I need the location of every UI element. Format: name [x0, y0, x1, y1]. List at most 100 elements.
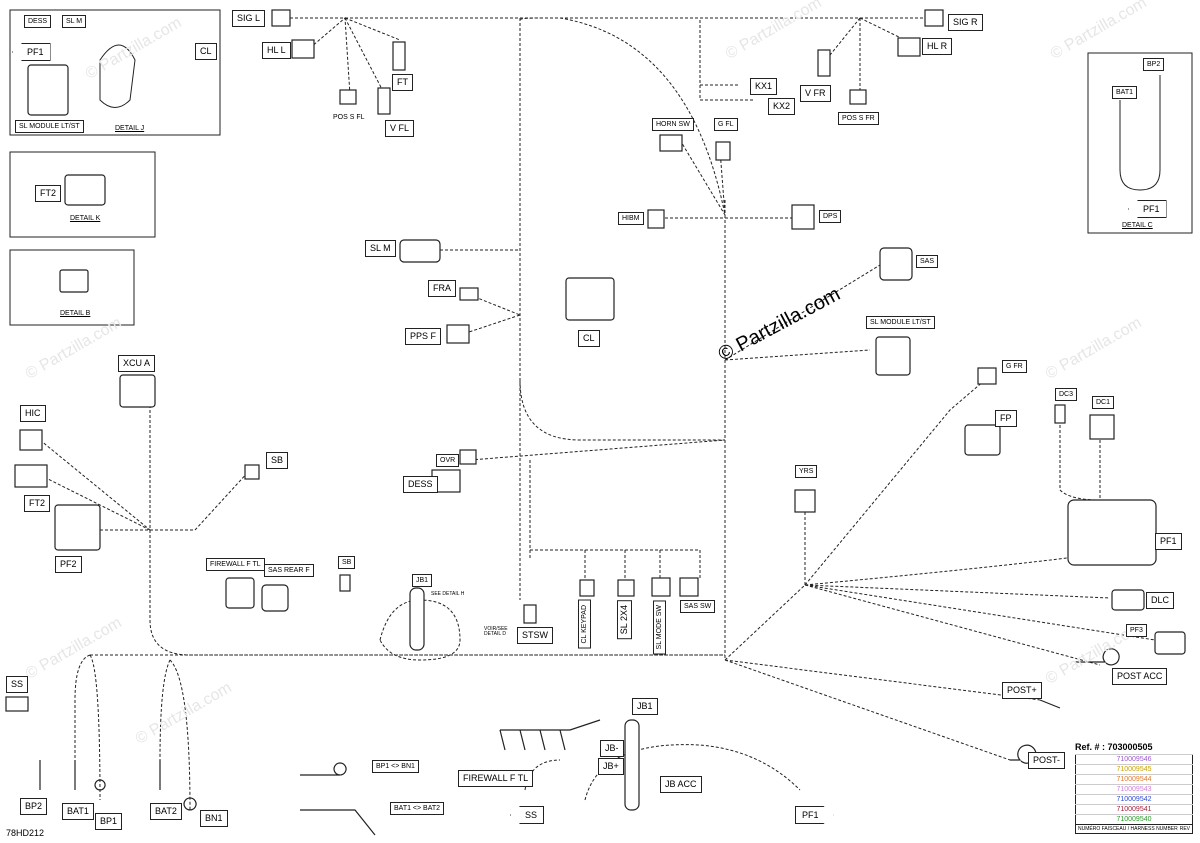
sig-l-connector: [271, 9, 291, 27]
detail-j-dess: DESS: [24, 15, 52, 28]
jb-harness: [499, 719, 601, 751]
g-fr-connector: [977, 367, 997, 385]
detail-b-connector: [59, 269, 89, 293]
label-cl-keypad: CL KEYPAD: [578, 600, 591, 649]
detail-k-ft2: FT2: [35, 185, 62, 202]
label-bat1-bat2: BAT1 <> BAT2: [390, 802, 445, 815]
label-pf1-bottom: PF1: [795, 806, 834, 824]
label-bat1: BAT1: [62, 803, 94, 820]
ft-connector: [392, 41, 406, 71]
label-fp: FP: [995, 410, 1017, 427]
label-jb-plus: JB+: [598, 758, 624, 775]
harness-row: 710009545: [1075, 764, 1193, 775]
label-jb-minus: JB-: [600, 740, 624, 757]
detail-j-pf1: PF1: [12, 43, 51, 61]
fra-connector: [459, 287, 479, 301]
label-sl-module: SL MODULE LT/ST: [866, 316, 935, 329]
ft2-connector: [14, 464, 48, 488]
sl-module-connector: [875, 336, 911, 376]
label-v-fl: V FL: [385, 120, 415, 137]
harness-row: 710009546: [1075, 754, 1193, 765]
label-post-plus: POST+: [1002, 682, 1042, 699]
detail-c-bp2: BP2: [1143, 58, 1165, 71]
center-wires: [469, 439, 726, 580]
sb-connector: [244, 464, 260, 480]
detail-j-box: [9, 9, 221, 136]
hic-connector: [19, 429, 43, 451]
label-sas-sw: SAS SW: [680, 600, 716, 613]
label-kx2: KX2: [768, 98, 796, 115]
sig-r-connector: [924, 9, 944, 27]
label-dps: DPS: [819, 210, 842, 223]
jb1-bar: [409, 587, 425, 651]
label-jb-acc: JB ACC: [660, 776, 702, 793]
ss-connector: [5, 696, 29, 712]
label-sas: SAS: [916, 255, 939, 268]
harness-number-header: NUMÉRO FAISCEAU / HARNESS NUMBER: [1078, 826, 1178, 832]
detail-k-title: DETAIL K: [70, 215, 101, 222]
pos-s-fl-connector: [339, 89, 357, 105]
label-sl-m: SL M: [365, 240, 396, 257]
hl-l-wire: [309, 16, 401, 96]
label-pf2: PF2: [55, 556, 82, 573]
harness-number: 710009546: [1075, 754, 1193, 765]
v-fl-connector: [377, 87, 391, 115]
label-hl-r: HL R: [922, 38, 953, 55]
detail-j-title: DETAIL J: [115, 125, 145, 132]
label-ss: SS: [6, 676, 29, 693]
sas-wires: [724, 264, 881, 361]
harness-table-footer: NUMÉRO FAISCEAU / HARNESS NUMBER REV: [1075, 825, 1193, 834]
hibm-connector: [647, 209, 665, 229]
g-fl-connector: [715, 141, 731, 161]
harness-number: 710009542: [1075, 794, 1193, 805]
harness-row: 710009540: [1075, 814, 1193, 825]
detail-c-wire: [1119, 75, 1161, 191]
right-fan-wires: [724, 379, 1162, 761]
detail-j-loop: [99, 44, 136, 108]
label-xcu-a: XCU A: [118, 355, 156, 372]
cl-connector: [565, 277, 615, 321]
detail-j-connector: [27, 64, 69, 116]
label-bp1: BP1: [95, 813, 123, 830]
label-fra: FRA: [428, 280, 456, 297]
label-sas-rear-f: SAS REAR F: [264, 564, 314, 577]
label-hibm: HIBM: [618, 212, 644, 225]
label-hl-l: HL L: [262, 42, 291, 59]
sas-sw-connector: [679, 577, 699, 597]
label-sb2: SB: [338, 556, 356, 569]
sl-2x4-connector: [617, 579, 635, 597]
hibm-wires: [660, 139, 795, 219]
label-g-fl: G FL: [714, 118, 738, 131]
label-sig-l: SIG L: [232, 10, 266, 27]
horn-sw-connector: [659, 134, 683, 152]
detail-k-box: [9, 151, 156, 238]
harness-number: 710009540: [1075, 814, 1193, 825]
pf1-module: [1067, 499, 1157, 566]
label-dess: DESS: [403, 476, 438, 493]
harness-number: 710009544: [1075, 774, 1193, 785]
label-stsw: STSW: [517, 627, 553, 644]
label-ovr: OVR: [436, 454, 460, 467]
detail-c-title: DETAIL C: [1122, 222, 1153, 229]
kx-wires: [699, 20, 755, 101]
label-yrs: YRS: [795, 465, 818, 478]
pf3-connector: [1154, 631, 1186, 655]
harness-row: 710009543: [1075, 784, 1193, 795]
harness-number: 710009543: [1075, 784, 1193, 795]
cl-keypad-connector: [579, 579, 595, 597]
label-cl: CL: [578, 330, 600, 347]
label-dlc: DLC: [1146, 592, 1175, 609]
label-bat2: BAT2: [150, 803, 182, 820]
label-post-acc: POST ACC: [1112, 668, 1168, 685]
detail-b-title: DETAIL B: [60, 310, 91, 317]
label-see-detail-d: VOIR/SEE DETAIL D: [481, 625, 523, 639]
label-sig-r: SIG R: [948, 14, 983, 31]
firewall-connector: [225, 577, 255, 609]
detail-j-sl-module: SL MODULE LT/ST: [15, 120, 84, 133]
post-plus-terminal: [1039, 699, 1061, 709]
post-acc-terminal: [1075, 648, 1120, 666]
label-pos-s-fl: POS S FL: [330, 112, 368, 123]
sas-rear-connector: [261, 584, 289, 612]
v-fr-connector: [817, 49, 831, 77]
